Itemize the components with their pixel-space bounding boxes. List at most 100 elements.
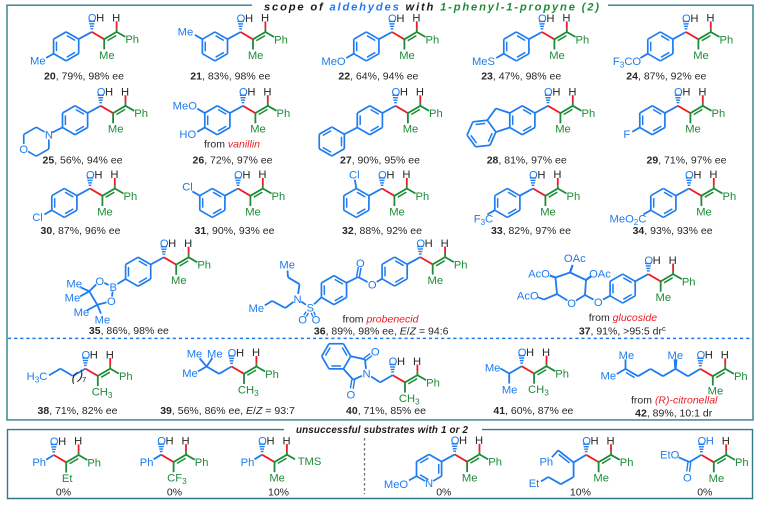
svg-text:H: H [106, 349, 114, 361]
svg-text:Ph: Ph [277, 108, 291, 120]
svg-text:Me: Me [399, 50, 415, 62]
svg-text:H: H [542, 347, 550, 359]
svg-text:Me: Me [593, 473, 609, 485]
svg-text:Me: Me [187, 348, 203, 360]
svg-text:H: H [459, 435, 467, 447]
svg-text:Me: Me [65, 292, 81, 304]
svg-text:H: H [247, 87, 255, 99]
svg-text:H: H [721, 350, 729, 362]
svg-text:H: H [245, 13, 253, 25]
svg-text:unsuccessful substrates with 1: unsuccessful substrates with 1 or 2 [296, 425, 469, 436]
svg-text:Me: Me [95, 315, 111, 327]
svg-text:H: H [425, 238, 433, 250]
svg-text:H: H [96, 13, 104, 25]
svg-text:H: H [112, 13, 120, 25]
svg-text:H: H [168, 238, 176, 250]
svg-text:Ph: Ph [723, 191, 737, 203]
svg-text:35, 86%, 98% ee: 35, 86%, 98% ee [89, 325, 169, 337]
svg-text:H: H [413, 356, 421, 368]
svg-text:H: H [607, 436, 615, 448]
svg-text:O: O [228, 347, 237, 359]
svg-text:0%: 0% [697, 486, 712, 498]
svg-text:Ph: Ph [124, 191, 138, 203]
svg-text:Me: Me [245, 206, 261, 218]
svg-text:O: O [582, 436, 591, 448]
svg-text:Ph: Ph [195, 457, 209, 469]
svg-text:Ph: Ph [426, 34, 440, 46]
svg-text:7: 7 [82, 375, 86, 384]
svg-text:H: H [397, 356, 405, 368]
svg-text:F3​CO: F3​CO [613, 56, 641, 70]
svg-text:Ph: Ph [555, 369, 569, 381]
svg-text:from probenecid: from probenecid [343, 313, 420, 325]
svg-text:26, 72%, 97% ee: 26, 72%, 97% ee [193, 154, 273, 166]
svg-text:Ph: Ph [87, 457, 101, 469]
svg-text:N: N [362, 369, 370, 381]
svg-text:33, 82%, 97% ee: 33, 82%, 97% ee [491, 225, 571, 237]
svg-text:H: H [553, 169, 561, 181]
svg-text:40, 71%, 85% ee: 40, 71%, 85% ee [346, 405, 426, 417]
svg-text:Me: Me [171, 275, 187, 287]
svg-text:H: H [242, 169, 250, 181]
svg-text:38, 71%, 82% ee: 38, 71%, 82% ee [38, 405, 118, 417]
svg-text:Ph: Ph [274, 34, 288, 46]
svg-text:Me: Me [66, 278, 82, 290]
svg-text:Me: Me [269, 473, 285, 485]
svg-text:O: O [81, 349, 90, 361]
svg-text:F3​C: F3​C [474, 213, 494, 227]
svg-text:O: O [594, 297, 603, 309]
svg-text:O: O [378, 169, 387, 181]
svg-text:O: O [538, 13, 547, 25]
svg-text:S: S [306, 303, 313, 315]
svg-text:O: O [258, 436, 267, 448]
svg-text:0%: 0% [167, 486, 182, 498]
svg-text:H: H [546, 13, 554, 25]
svg-text:32, 88%, 92% ee: 32, 88%, 92% ee [342, 225, 422, 237]
svg-text:O: O [239, 87, 248, 99]
svg-text:34, 93%, 93% ee: 34, 93%, 93% ee [633, 225, 713, 237]
svg-text:H: H [402, 169, 410, 181]
svg-text:Cl: Cl [32, 212, 43, 224]
svg-text:0%: 0% [56, 486, 71, 498]
svg-text:O: O [237, 13, 246, 25]
svg-text:O: O [298, 315, 307, 327]
svg-text:B: B [109, 282, 116, 294]
svg-text:Me: Me [99, 50, 115, 62]
svg-text:H: H [475, 435, 483, 447]
svg-text:Me: Me [178, 27, 194, 39]
svg-text:Ph: Ph [720, 34, 734, 46]
svg-text:O: O [683, 472, 692, 484]
svg-text:Ph: Ph [454, 259, 468, 271]
svg-text:H: H [526, 347, 534, 359]
svg-text:Ph: Ph [488, 457, 502, 469]
svg-text:MeO: MeO [321, 56, 346, 68]
svg-text:Me: Me [619, 350, 635, 362]
svg-text:N: N [293, 294, 301, 306]
svg-text:O: O [371, 346, 380, 358]
svg-text:O: O [107, 296, 116, 308]
svg-text:Me: Me [389, 206, 405, 218]
svg-text:Me: Me [108, 124, 124, 136]
svg-text:10%: 10% [570, 486, 591, 498]
svg-text:H: H [698, 87, 706, 99]
svg-text:O: O [674, 87, 683, 99]
svg-text:Ph: Ph [134, 108, 148, 120]
svg-text:39, 56%, 86% ee, E/Z = 93:7: 39, 56%, 86% ee, E/Z = 93:7 [160, 405, 295, 417]
svg-text:H: H [705, 350, 713, 362]
svg-text:H: H [706, 436, 714, 448]
svg-text:Me: Me [74, 307, 90, 319]
svg-text:H: H [252, 347, 260, 359]
svg-text:25, 56%, 94% ee: 25, 56%, 94% ee [43, 154, 123, 166]
svg-text:20, 79%, 98% ee: 20, 79%, 98% ee [44, 71, 124, 83]
svg-text:N: N [45, 129, 53, 141]
svg-text:Ph: Ph [539, 456, 553, 468]
svg-text:H: H [591, 436, 599, 448]
svg-text:H: H [263, 87, 271, 99]
svg-text:N: N [425, 478, 433, 490]
svg-text:H: H [441, 238, 449, 250]
svg-text:22, 64%, 94% ee: 22, 64%, 94% ee [338, 71, 418, 83]
svg-text:O: O [356, 258, 365, 270]
svg-text:Me: Me [693, 50, 709, 62]
svg-text:H3​C: H3​C [27, 371, 48, 385]
svg-text:O: O [685, 169, 694, 181]
